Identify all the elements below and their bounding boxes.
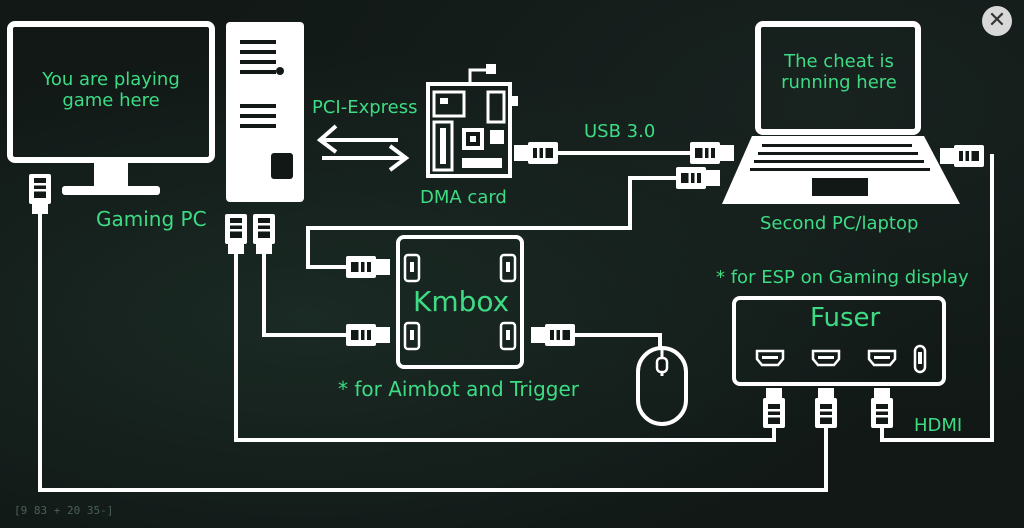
gaming-screen-text: You are playing game here [42, 69, 180, 111]
kmbox-label: Kmbox [413, 285, 510, 318]
hdmi-plug-icon [763, 388, 785, 428]
cable-laptop-hdmi [880, 154, 994, 442]
close-icon[interactable]: ✕ [982, 6, 1012, 36]
esp-note: * for ESP on Gaming display [716, 267, 969, 288]
pci-arrows [316, 124, 410, 172]
pci-express-label: PCI-Express [312, 97, 418, 118]
cable-laptop-to-kmbox [306, 176, 682, 269]
usb-plug-icon [346, 324, 390, 346]
mouse-icon [636, 346, 688, 426]
hdmi-plug-icon [815, 388, 837, 428]
usb-plug-icon [531, 324, 575, 346]
fuser-icon [732, 296, 946, 386]
fuser-label: Fuser [810, 303, 881, 333]
aimbot-note: * for Aimbot and Trigger [338, 377, 580, 401]
usb-label: USB 3.0 [584, 121, 656, 142]
second-pc-label: Second PC/laptop [760, 213, 919, 234]
usb-plug-icon [346, 256, 390, 278]
usb-plug-icon [690, 142, 734, 164]
hdmi-plug-icon [871, 388, 893, 428]
hdmi-label: HDMI [914, 415, 963, 436]
cable-gaming-pc-hdmi [38, 208, 828, 492]
usb-plug-icon [676, 167, 720, 189]
pc-tower-icon [226, 22, 304, 202]
usb-plug-icon [253, 214, 275, 254]
kmbox-icon [396, 235, 524, 369]
gaming-pc-label: Gaming PC [96, 207, 207, 231]
dma-card-icon [426, 64, 518, 178]
laptop-screen-text: The cheat is running here [781, 51, 897, 93]
laptop-icon [722, 21, 960, 204]
usb-plug-icon [514, 142, 558, 164]
hdmi-plug-icon [29, 174, 51, 214]
dma-card-label: DMA card [420, 187, 507, 208]
cable-kmbox-to-mouse [573, 333, 662, 349]
corner-code: [9 83 + 20 35-] [14, 504, 114, 517]
monitor-icon [7, 21, 215, 195]
hdmi-plug-icon [225, 214, 247, 254]
cable-pc-to-kmbox [262, 250, 347, 337]
cables [38, 151, 994, 492]
cable-pc-to-fuser [234, 248, 776, 442]
hdmi-plug-icon [940, 145, 984, 167]
